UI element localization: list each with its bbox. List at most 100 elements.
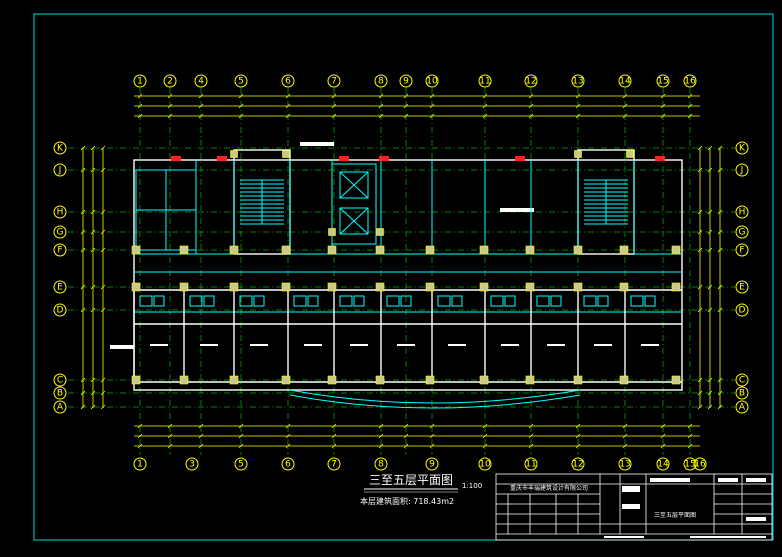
grid-bubble-top: 14 — [618, 74, 632, 88]
svg-text:9: 9 — [403, 77, 409, 87]
grid-bubble-right: G — [735, 225, 749, 239]
svg-text:5: 5 — [238, 77, 244, 87]
grid-bubble-left: J — [53, 163, 67, 177]
grid-bubble-bottom: 9 — [425, 457, 439, 471]
svg-text:5: 5 — [238, 460, 244, 470]
svg-text:14: 14 — [657, 460, 669, 470]
drawing-title-group: 三至五层平面图 1:100 本层建筑面积: 718.43m2 — [360, 473, 482, 506]
svg-text:13: 13 — [572, 77, 583, 87]
svg-text:14: 14 — [619, 77, 631, 87]
grid-bubble-top: 7 — [327, 74, 341, 88]
grid-bubble-bottom: 8 — [374, 457, 388, 471]
grid-bubble-right: F — [735, 243, 749, 257]
svg-text:8: 8 — [378, 77, 384, 87]
svg-text:16: 16 — [684, 77, 696, 87]
svg-text:15: 15 — [684, 460, 695, 470]
grid-bubble-top: 4 — [194, 74, 208, 88]
svg-text:K: K — [739, 144, 746, 154]
grid-bubble-top: 1 — [133, 74, 147, 88]
svg-text:10: 10 — [479, 460, 491, 470]
grid-bubble-left: K — [53, 141, 67, 155]
grid-bubble-right: E — [735, 280, 749, 294]
grid-bubble-top: 9 — [399, 74, 413, 88]
grid-bubble-right: B — [735, 386, 749, 400]
svg-text:H: H — [57, 208, 64, 218]
grid-bubble-top: 12 — [524, 74, 538, 88]
svg-text:7: 7 — [331, 460, 337, 470]
svg-text:3: 3 — [189, 460, 195, 470]
grid-bubble-right: A — [735, 400, 749, 414]
svg-text:D: D — [739, 306, 746, 316]
grid-bubble-bottom: 6 — [281, 457, 295, 471]
grid-bubble-left: D — [53, 303, 67, 317]
svg-text:4: 4 — [198, 77, 204, 87]
svg-text:E: E — [739, 283, 745, 293]
grid-bubble-bottom: 3 — [185, 457, 199, 471]
svg-text:7: 7 — [331, 77, 337, 87]
grid-bubble-bottom: 15 — [683, 457, 697, 471]
svg-text:12: 12 — [572, 460, 583, 470]
svg-text:13: 13 — [619, 460, 630, 470]
svg-text:1: 1 — [137, 77, 143, 87]
svg-text:B: B — [739, 389, 745, 399]
title-block: 重庆市丰瑞建筑设计有限公司 三至五层平面图 — [495, 473, 773, 541]
svg-text:J: J — [58, 166, 62, 176]
structural-columns — [131, 150, 681, 385]
svg-text:2: 2 — [167, 77, 173, 87]
grid-bubble-right: J — [735, 163, 749, 177]
grid-bubble-top: 15 — [656, 74, 670, 88]
grid-bubble-bottom: 5 — [234, 457, 248, 471]
svg-text:J: J — [740, 166, 744, 176]
grid-bubble-bottom: 16 — [693, 457, 707, 471]
svg-text:15: 15 — [657, 77, 668, 87]
svg-text:10: 10 — [426, 77, 438, 87]
grid-bubble-right: H — [735, 205, 749, 219]
grid-bubble-bottom: 11 — [524, 457, 538, 471]
svg-text:H: H — [739, 208, 746, 218]
sheet-frame — [33, 13, 774, 541]
svg-text:9: 9 — [429, 460, 435, 470]
svg-text:1: 1 — [137, 460, 143, 470]
grid-bubble-top: 16 — [683, 74, 697, 88]
svg-text:6: 6 — [285, 460, 291, 470]
grid-bubble-left: H — [53, 205, 67, 219]
drawing-scale: 1:100 — [462, 482, 482, 490]
grid-bubble-right: K — [735, 141, 749, 155]
grid-bubble-top: 8 — [374, 74, 388, 88]
svg-text:C: C — [739, 376, 745, 386]
svg-text:12: 12 — [525, 77, 536, 87]
svg-text:16: 16 — [694, 460, 706, 470]
grid-bubble-left: F — [53, 243, 67, 257]
grid-bubble-top: 10 — [425, 74, 439, 88]
grid-bubble-right: C — [735, 373, 749, 387]
grid-bubble-left: C — [53, 373, 67, 387]
grid-bubble-right: D — [735, 303, 749, 317]
svg-text:8: 8 — [378, 460, 384, 470]
grid-bubble-bottom: 10 — [478, 457, 492, 471]
svg-text:11: 11 — [479, 77, 490, 87]
drawing-title: 三至五层平面图 — [369, 473, 453, 487]
grid-bubble-left: G — [53, 225, 67, 239]
svg-text:F: F — [739, 246, 744, 256]
svg-text:B: B — [57, 389, 63, 399]
grid-bubble-top: 13 — [571, 74, 585, 88]
svg-text:A: A — [57, 403, 64, 413]
svg-text:D: D — [57, 306, 64, 316]
dimension-lines — [80, 93, 723, 449]
stairwells — [240, 179, 628, 225]
grid-bubble-bottom: 7 — [327, 457, 341, 471]
room-partitions — [133, 160, 659, 382]
svg-text:G: G — [57, 228, 64, 238]
svg-text:A: A — [739, 403, 746, 413]
svg-text:G: G — [739, 228, 746, 238]
svg-text:C: C — [57, 376, 63, 386]
title-block-company: 重庆市丰瑞建筑设计有限公司 — [510, 484, 588, 492]
svg-text:6: 6 — [285, 77, 291, 87]
grid-bubble-top: 2 — [163, 74, 177, 88]
grid-bubble-left: B — [53, 386, 67, 400]
grid-bubble-bottom: 14 — [656, 457, 670, 471]
grid-bubble-top: 5 — [234, 74, 248, 88]
